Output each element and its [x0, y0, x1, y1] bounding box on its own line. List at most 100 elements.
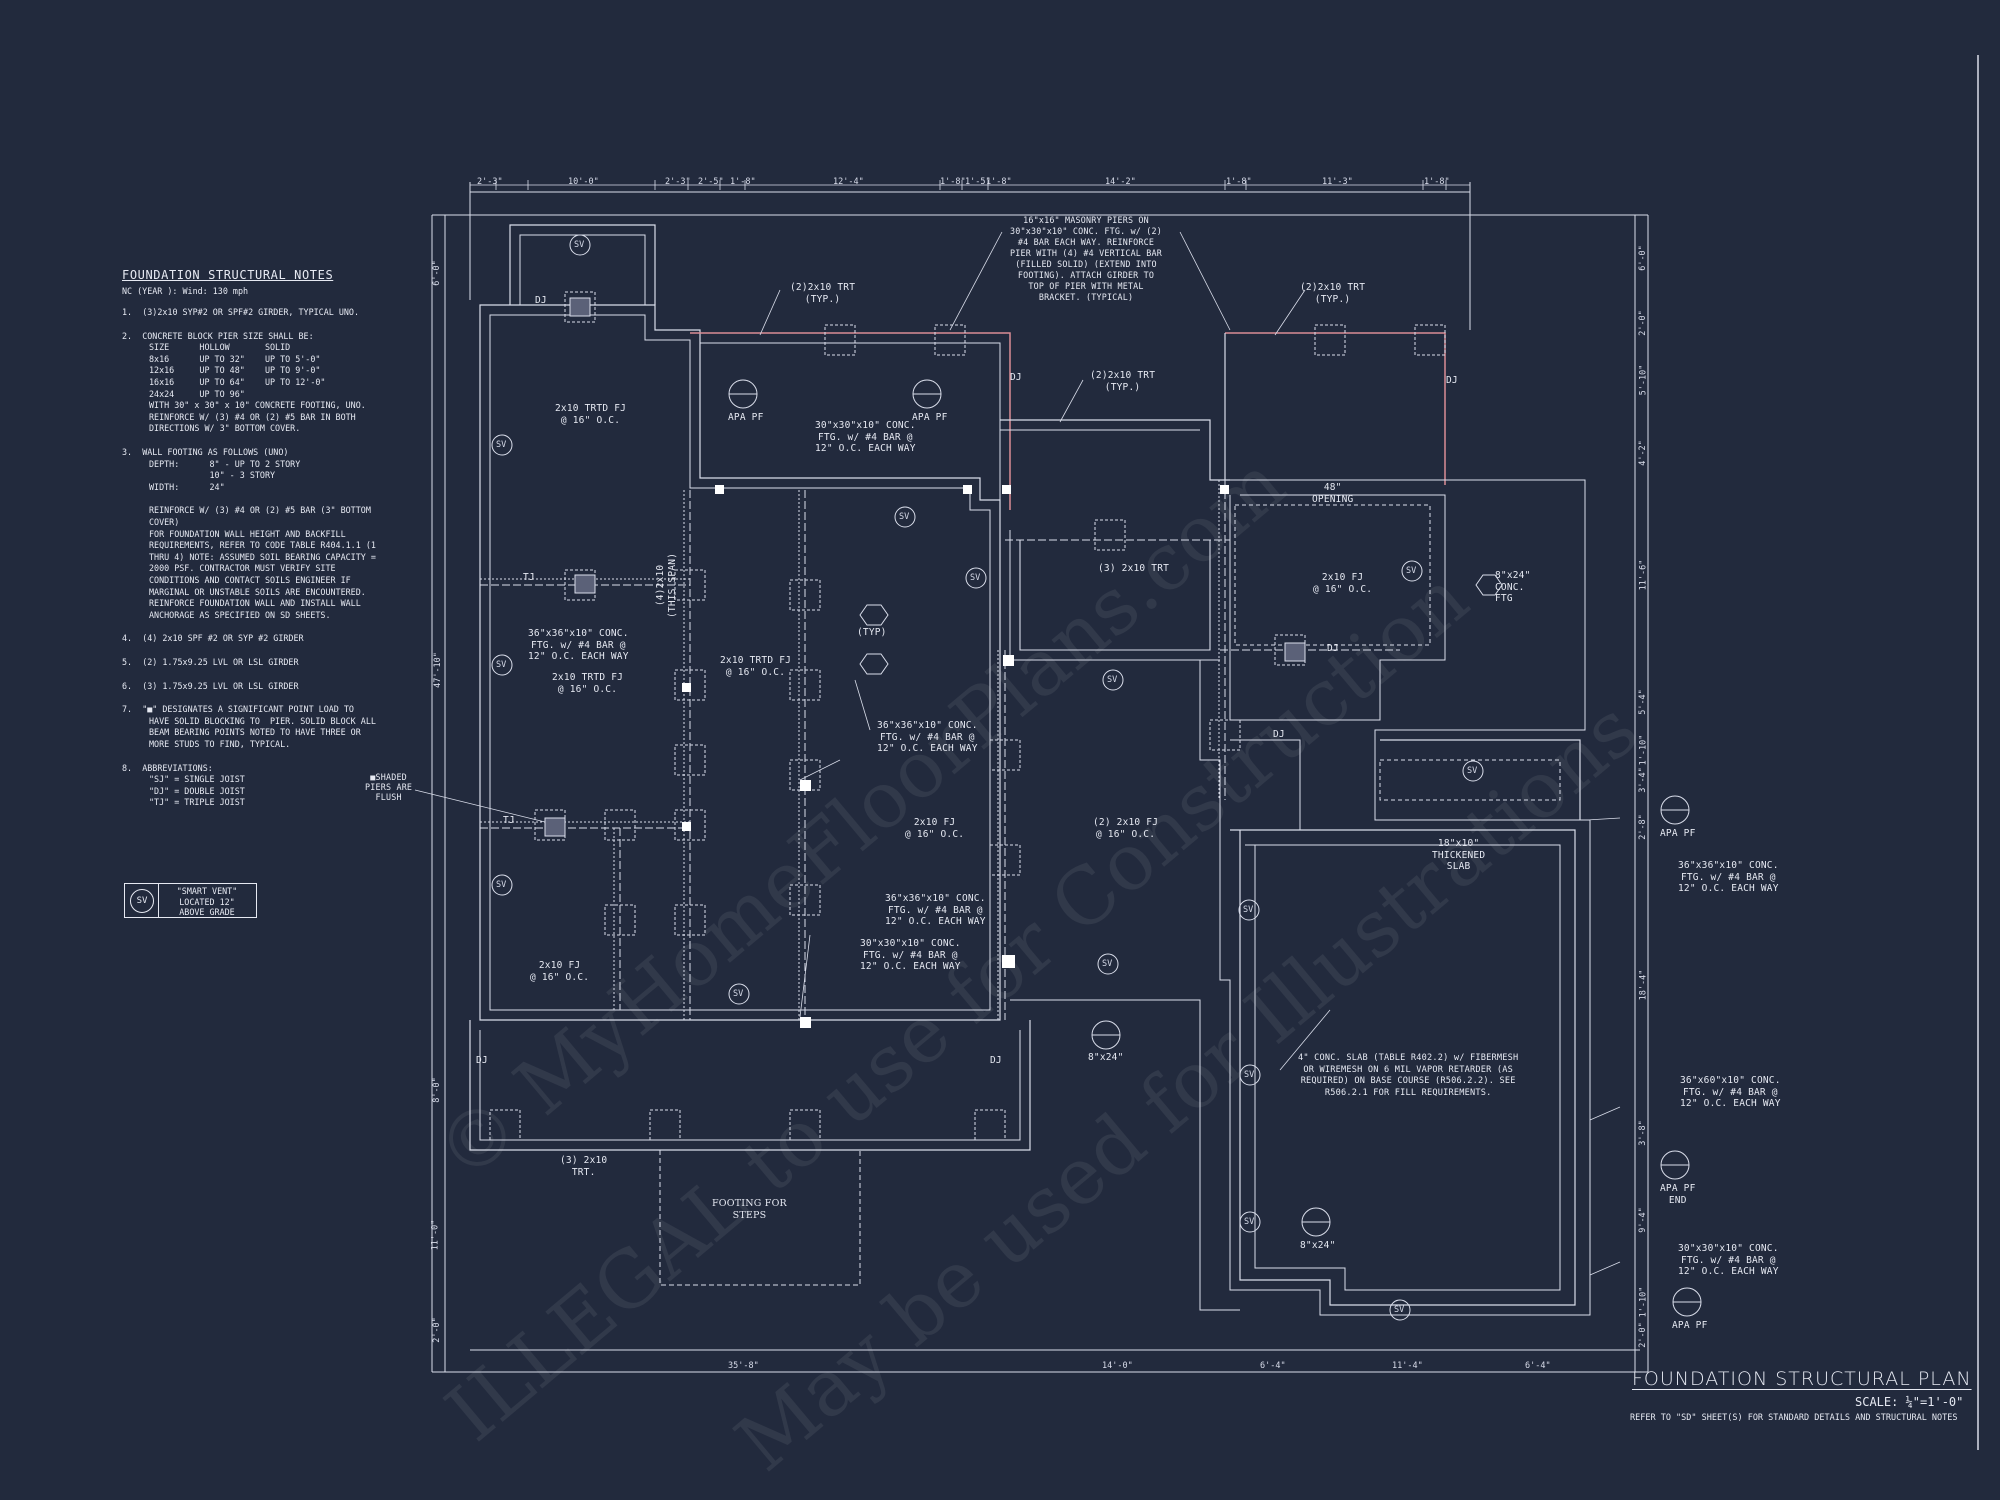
plan-title: FOUNDATION STRUCTURAL PLAN	[1632, 1368, 1972, 1390]
floor-joist-label: 2x10 FJ @ 16" O.C.	[530, 960, 590, 983]
right-dim: 3'-4"	[1637, 767, 1648, 793]
this-span-label: (4)2x10 (THIS SPAN)	[655, 552, 678, 618]
sv-tag: SV	[1243, 905, 1254, 915]
top-dim: 14'-2"	[1105, 177, 1136, 187]
note-3-row: 2000 PSF. CONTRACTOR MUST VERIFY SITE	[149, 563, 336, 574]
sv-tag: SV	[496, 660, 507, 670]
note-3-row: DEPTH: 8" - UP TO 2 STORY	[149, 458, 301, 469]
sv-tag: SV	[574, 240, 585, 250]
sv-tag: SV	[1102, 959, 1113, 969]
note-2-row: WITH 30" x 30" x 10" CONCRETE FOOTING, U…	[149, 400, 366, 411]
note-7: 7. "■" DESIGNATES A SIGNIFICANT POINT LO…	[122, 704, 354, 715]
right-dim: 11'-6"	[1638, 559, 1649, 591]
right-dim: 6'-0"	[1637, 245, 1648, 271]
floor-joist-label: 2x10 TRTD FJ @ 16" O.C.	[720, 655, 792, 678]
top-dim: 1'-5"	[965, 177, 991, 187]
note-3-row: FOR FOUNDATION WALL HEIGHT AND BACKFILL	[149, 528, 346, 539]
note-2-row: DIRECTIONS W/ 3" BOTTOM COVER.	[149, 423, 301, 434]
note-3-row: MARGINAL OR UNSTABLE SOILS ARE ENCOUNTER…	[149, 586, 366, 597]
top-dim: 11'-3"	[1322, 177, 1353, 187]
conc-ftg-label: 8"x24" CONC. FTG	[1495, 570, 1531, 604]
note-3-row: WIDTH: 24"	[149, 481, 225, 492]
dj-label: DJ	[1446, 375, 1458, 386]
bottom-dim: 6'-4"	[1525, 1361, 1551, 1371]
note-3-row: ANCHORAGE AS SPECIFIED ON SD SHEETS.	[149, 609, 331, 620]
dj-label: DJ	[476, 1055, 488, 1066]
apa-pf-label: APA PF	[728, 412, 764, 423]
bottom-dim: 35'-8"	[728, 1361, 759, 1371]
note-2-row: 12x16 UP TO 48" UP TO 9'-0"	[149, 365, 321, 376]
top-dim: 2'-3"	[477, 177, 503, 187]
notes-title: FOUNDATION STRUCTURAL NOTES	[122, 268, 334, 282]
floor-joist-label: 2x10 TRTD FJ @ 16" O.C.	[552, 672, 624, 695]
note-3-row: CONDITIONS AND CONTACT SOILS ENGINEER IF	[149, 574, 351, 585]
sv-tag: SV	[970, 573, 981, 583]
top-dim: 1'-8"	[986, 177, 1012, 187]
sv-tag: SV	[1394, 1305, 1405, 1315]
footing-label: 30"x30"x10" CONC. FTG. w/ #4 BAR @ 12" O…	[815, 420, 916, 454]
sv-tag: SV	[496, 440, 507, 450]
section-size-label: 8"x24"	[1088, 1052, 1124, 1063]
footing-label: 30"x30"x10" CONC. FTG. w/ #4 BAR @ 12" O…	[860, 938, 961, 972]
shaded-piers-note: ■SHADED PIERS ARE FLUSH	[365, 772, 413, 802]
note-3-row: REQUIREMENTS, REFER TO CODE TABLE R404.1…	[149, 540, 376, 551]
section-size-label: 8"x24"	[1300, 1240, 1336, 1251]
trt-label-right: (2)2x10 TRT (TYP.)	[1300, 282, 1366, 305]
note-3-row: REINFORCE FOUNDATION WALL AND INSTALL WA…	[149, 598, 361, 609]
sv-symbol-icon: SV	[130, 889, 154, 913]
footing-label: 30"x30"x10" CONC. FTG. w/ #4 BAR @ 12" O…	[1678, 1243, 1779, 1277]
plan-scale: SCALE: ¼"=1'-0"	[1855, 1395, 1964, 1409]
top-dim: 1'-8"	[730, 177, 756, 187]
right-dim: 18'-4"	[1638, 969, 1649, 1001]
right-dim: 3'-8"	[1637, 1120, 1648, 1146]
note-2: 2. CONCRETE BLOCK PIER SIZE SHALL BE:	[122, 330, 314, 341]
note-7-row: BEAM BEARING POINTS NOTED TO HAVE THREE …	[149, 727, 361, 738]
thickened-slab-label: 18"x10" THICKENED SLAB	[1432, 838, 1486, 872]
left-dim: 6'-0"	[431, 260, 442, 286]
left-dim: 47'-10"	[432, 652, 443, 688]
sv-tag: SV	[899, 512, 910, 522]
dj-label: DJ	[1010, 372, 1022, 383]
top-dim: 1'-8"	[1226, 177, 1252, 187]
left-dim: 8'-0"	[431, 1077, 442, 1103]
legend-text: "SMART VENT" LOCATED 12" ABOVE GRADE	[176, 886, 238, 917]
top-dim: 12'-4"	[833, 177, 864, 187]
bottom-dim: 14'-0"	[1102, 1361, 1133, 1371]
top-dim: 2'-5"	[698, 177, 724, 187]
sv-tag: SV	[733, 989, 744, 999]
note-2-row: 24x24 UP TO 96"	[149, 388, 245, 399]
right-dim: 1'-10"	[1638, 734, 1649, 766]
sv-tag: SV	[1244, 1070, 1255, 1080]
note-8-row: "DJ" = DOUBLE JOIST	[149, 785, 245, 796]
note-3-row: 10" - 3 STORY	[149, 470, 276, 481]
apa-pf-label: APA PF	[912, 412, 948, 423]
right-dim: 5'-4"	[1637, 689, 1648, 715]
floor-joist-label: 2x10 TRTD FJ @ 16" O.C.	[555, 403, 627, 426]
plan-reference-note: REFER TO "SD" SHEET(S) FOR STANDARD DETA…	[1630, 1413, 1958, 1423]
note-3-row: REINFORCE W/ (3) #4 OR (2) #5 BAR (3" BO…	[149, 505, 371, 516]
trt3-label: (3) 2x10 TRT	[1098, 563, 1170, 574]
apa-pf-end-label: APA PF END	[1660, 1183, 1696, 1206]
dj-label: DJ	[990, 1055, 1002, 1066]
footing-steps-label: FOOTING FOR STEPS	[712, 1198, 787, 1221]
note-1: 1. (3)2x10 SYP#2 OR SPF#2 GIRDER, TYPICA…	[122, 307, 360, 318]
footing-label: 36"x36"x10" CONC. FTG. w/ #4 BAR @ 12" O…	[877, 720, 978, 754]
note-3-row: THRU 4) NOTE: ASSUMED SOIL BEARING CAPAC…	[149, 551, 376, 562]
left-dim: 11'-0"	[430, 1219, 441, 1251]
slab-note: 4" CONC. SLAB (TABLE R402.2) w/ FIBERMES…	[1298, 1053, 1519, 1098]
note-4: 4. (4) 2x10 SPF #2 OR SYP #2 GIRDER	[122, 633, 304, 644]
smart-vent-legend: SV "SMART VENT" LOCATED 12" ABOVE GRADE	[124, 883, 257, 918]
sv-tag: SV	[1107, 675, 1118, 685]
note-3-row: COVER)	[149, 517, 180, 527]
note-5: 5. (2) 1.75x9.25 LVL OR LSL GIRDER	[122, 656, 299, 667]
right-dim: 1'-10"	[1638, 1286, 1649, 1318]
note-2-row: 16x16 UP TO 64" UP TO 12'-0"	[149, 377, 326, 388]
sv-tag: SV	[1406, 566, 1417, 576]
note-2-row: 8x16 UP TO 32" UP TO 5'-0"	[149, 353, 321, 364]
left-dim: 2'-0"	[431, 1317, 442, 1343]
bottom-dim: 11'-4"	[1392, 1361, 1423, 1371]
footing-label: 36"x36"x10" CONC. FTG. w/ #4 BAR @ 12" O…	[528, 628, 629, 662]
notes-subtitle: NC (YEAR ): Wind: 130 mph	[122, 285, 249, 296]
top-dim: 10'-0"	[568, 177, 599, 187]
